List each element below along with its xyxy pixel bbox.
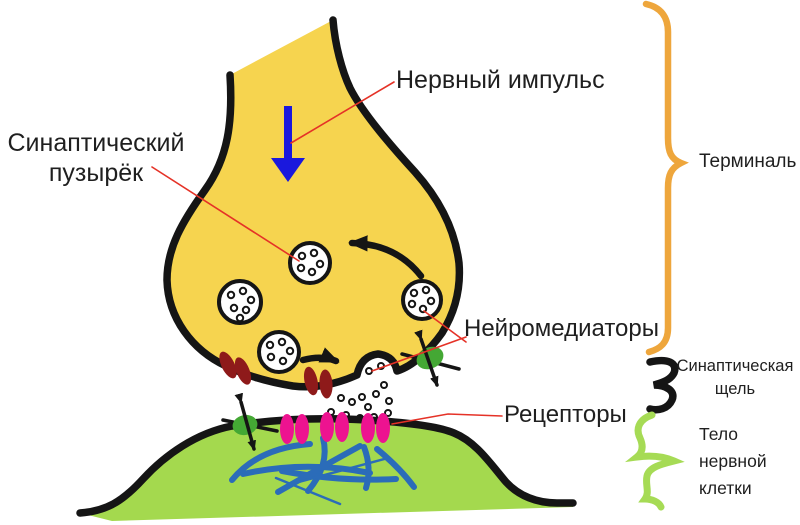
postsynaptic-cell xyxy=(76,412,577,521)
synaptic-vesicle xyxy=(288,241,332,285)
label-nerve-impulse: Нервный импульс xyxy=(396,66,605,94)
vesicle-recycle-arrow xyxy=(348,235,425,280)
receptor xyxy=(376,413,390,443)
channel-protein xyxy=(219,351,237,379)
leader-nerve-impulse xyxy=(290,81,395,144)
leader-neurotransmitters-2 xyxy=(371,336,467,372)
leader-neurotransmitters-1 xyxy=(423,310,467,343)
calcium-channels xyxy=(219,351,333,399)
cytoskeleton-filaments xyxy=(229,435,417,506)
label-cell-body: Тело нервной клетки xyxy=(699,421,767,502)
vesicle-transport-arrow xyxy=(299,347,340,365)
synaptic-cleft-brace xyxy=(646,356,679,414)
leader-synaptic-vesicle xyxy=(151,166,300,262)
annotation-lines xyxy=(151,81,503,425)
synaptic-vesicle xyxy=(401,279,443,321)
label-receptors: Рецепторы xyxy=(504,401,627,428)
label-cell-body-line1: Тело xyxy=(699,424,738,444)
receptor xyxy=(320,412,334,442)
label-synaptic-vesicle: Синаптический пузырёк xyxy=(0,128,192,188)
label-terminal: Терминаль xyxy=(699,151,797,172)
postsynaptic-membrane xyxy=(76,414,577,517)
receptor-proteins xyxy=(280,412,390,444)
channel-protein xyxy=(319,369,333,399)
label-synaptic-cleft: Синаптическая щель xyxy=(670,355,800,401)
label-cell-body-line3: клетки xyxy=(699,478,752,498)
receptor xyxy=(295,414,309,444)
label-synaptic-cleft-line2: щель xyxy=(714,380,756,398)
transporter-postsynaptic xyxy=(221,392,279,452)
label-neurotransmitters: Нейромедиаторы xyxy=(464,315,659,342)
receptor xyxy=(361,413,375,443)
synaptic-vesicle xyxy=(257,330,301,374)
synaptic-vesicles xyxy=(217,241,443,374)
label-synaptic-cleft-line1: Синаптическая xyxy=(676,357,794,375)
nerve-impulse-arrow xyxy=(271,106,305,182)
braces xyxy=(624,0,689,511)
channel-protein xyxy=(234,357,252,385)
leader-receptors xyxy=(391,413,503,425)
terminal-brace xyxy=(642,0,689,356)
label-synaptic-vesicle-line1: Синаптический xyxy=(7,129,185,157)
receptor xyxy=(335,412,349,442)
cell-body-brace xyxy=(624,411,685,511)
axon-terminal-membrane xyxy=(163,16,464,391)
label-synaptic-vesicle-line2: пузырёк xyxy=(48,159,144,187)
synaptic-vesicle xyxy=(217,279,263,325)
receptor xyxy=(280,414,294,444)
channel-protein xyxy=(303,366,319,396)
label-cell-body-line2: нервной xyxy=(699,451,767,471)
